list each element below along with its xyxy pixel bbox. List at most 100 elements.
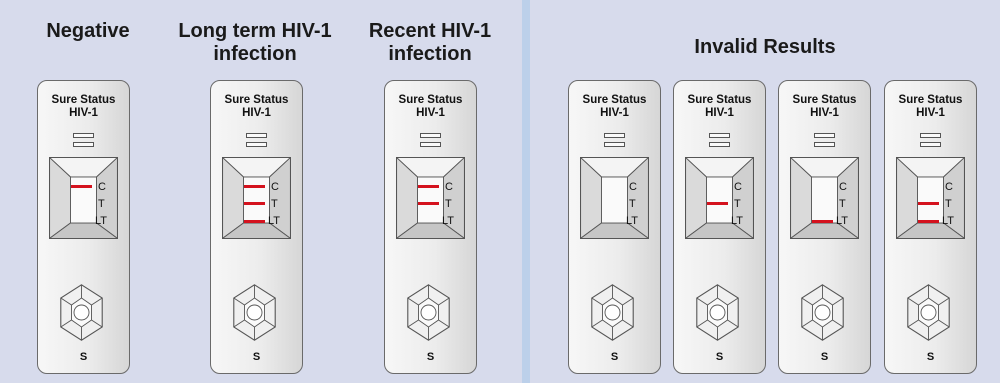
test-line-label: T — [98, 198, 105, 210]
cassette-brand-name: Sure Status — [792, 94, 857, 106]
result-band-lt — [244, 220, 265, 223]
result-band-lt — [812, 220, 833, 223]
cassette-brand-name: Sure Status — [582, 94, 647, 106]
sample-well — [696, 284, 739, 341]
control-line-label: C — [445, 181, 453, 193]
sample-well — [591, 284, 634, 341]
cassette-product-name: HIV-1 — [600, 107, 629, 119]
sample-well — [907, 284, 950, 341]
cassette-grip-slot — [73, 142, 94, 147]
result-band-t — [918, 202, 939, 205]
sample-well — [233, 284, 276, 341]
heading-negative: Negative — [46, 20, 130, 42]
control-line-label: C — [629, 181, 637, 193]
sample-well — [407, 284, 450, 341]
sample-well-label: S — [926, 351, 935, 363]
result-window — [789, 156, 860, 240]
cassette-grip-slot — [709, 133, 730, 138]
cassette-grip-slot — [920, 142, 941, 147]
cassette-grip-slot — [604, 133, 625, 138]
result-band-c — [71, 185, 92, 188]
sample-well-label: S — [820, 351, 829, 363]
heading-recent-infection: Recent HIV-1 infection — [368, 20, 492, 65]
result-band-c — [418, 185, 439, 188]
result-band-lt — [918, 220, 939, 223]
test-line-label: T — [629, 198, 636, 210]
test-line-label: T — [271, 198, 278, 210]
sample-well — [60, 284, 103, 341]
cassette-product-name: HIV-1 — [916, 107, 945, 119]
long-term-line-label: LT — [942, 215, 955, 227]
cassette-grip-slot — [246, 142, 267, 147]
test-line-label: T — [945, 198, 952, 210]
cassette-grip-slot — [709, 142, 730, 147]
result-window — [395, 156, 466, 240]
long-term-line-label: LT — [95, 215, 108, 227]
result-window — [895, 156, 966, 240]
sample-well-label: S — [426, 351, 435, 363]
sample-well — [801, 284, 844, 341]
cassette-brand-name: Sure Status — [224, 94, 289, 106]
cassette-grip-slot — [920, 133, 941, 138]
cassette-product-name: HIV-1 — [705, 107, 734, 119]
cassette-product-name: HIV-1 — [416, 107, 445, 119]
long-term-line-label: LT — [626, 215, 639, 227]
result-window — [579, 156, 650, 240]
result-window — [48, 156, 119, 240]
result-band-c — [244, 185, 265, 188]
cassette-grip-slot — [73, 133, 94, 138]
test-line-label: T — [734, 198, 741, 210]
control-line-label: C — [945, 181, 953, 193]
control-line-label: C — [734, 181, 742, 193]
cassette-grip-slot — [246, 133, 267, 138]
test-line-label: T — [839, 198, 846, 210]
control-line-label: C — [98, 181, 106, 193]
cassette-grip-slot — [814, 142, 835, 147]
cassette-grip-slot — [420, 142, 441, 147]
result-window — [221, 156, 292, 240]
sample-well-label: S — [252, 351, 261, 363]
control-line-label: C — [271, 181, 279, 193]
long-term-line-label: LT — [836, 215, 849, 227]
cassette-brand-name: Sure Status — [51, 94, 116, 106]
heading-long-term-infection: Long term HIV-1 infection — [178, 20, 332, 65]
test-line-label: T — [445, 198, 452, 210]
result-band-t — [418, 202, 439, 205]
long-term-line-label: LT — [268, 215, 281, 227]
cassette-product-name: HIV-1 — [810, 107, 839, 119]
cassette-product-name: HIV-1 — [69, 107, 98, 119]
cassette-brand-name: Sure Status — [687, 94, 752, 106]
sample-well-label: S — [610, 351, 619, 363]
long-term-line-label: LT — [442, 215, 455, 227]
cassette-brand-name: Sure Status — [398, 94, 463, 106]
sample-well-label: S — [79, 351, 88, 363]
long-term-line-label: LT — [731, 215, 744, 227]
cassette-grip-slot — [814, 133, 835, 138]
control-line-label: C — [839, 181, 847, 193]
cassette-grip-slot — [420, 133, 441, 138]
cassette-brand-name: Sure Status — [898, 94, 963, 106]
result-window — [684, 156, 755, 240]
result-band-t — [707, 202, 728, 205]
sample-well-label: S — [715, 351, 724, 363]
cassette-product-name: HIV-1 — [242, 107, 271, 119]
cassette-grip-slot — [604, 142, 625, 147]
heading-invalid-results: Invalid Results — [694, 36, 836, 58]
panel-divider — [522, 0, 530, 383]
result-band-t — [244, 202, 265, 205]
